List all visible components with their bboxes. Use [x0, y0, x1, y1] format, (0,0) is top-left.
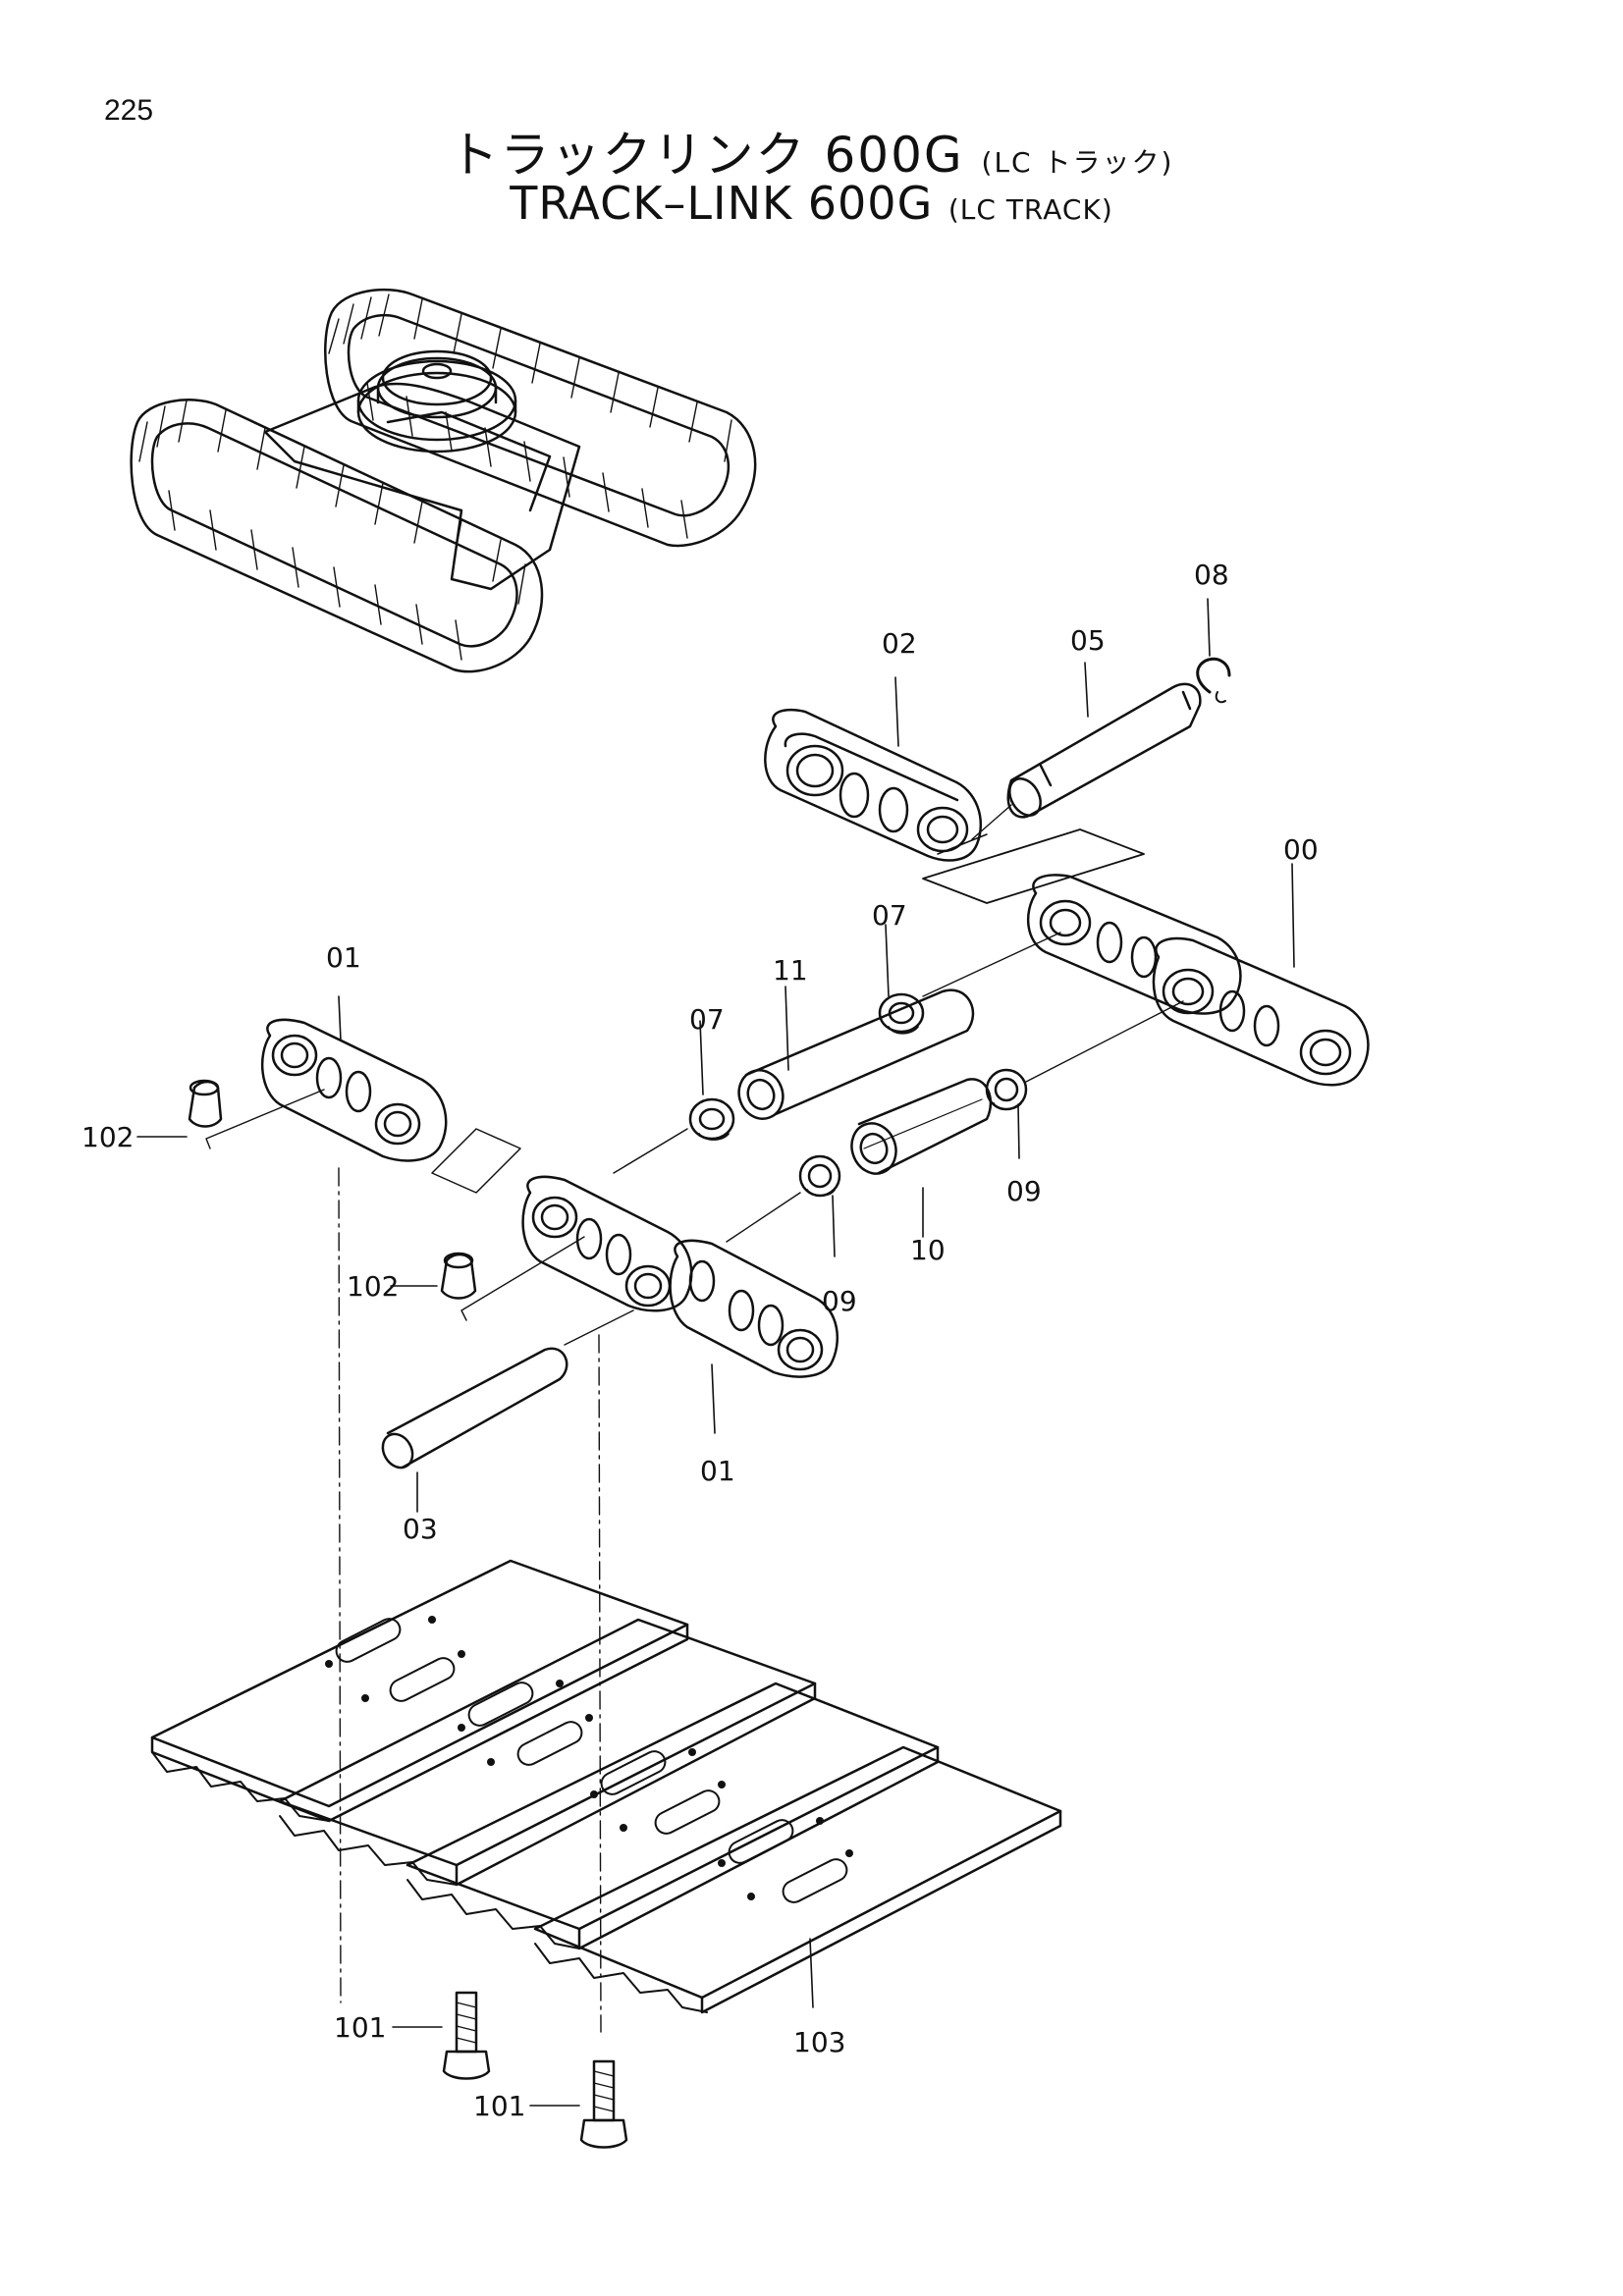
callout-101-upper: 101: [334, 2011, 386, 2044]
master-link-group: [764, 598, 1231, 904]
title-english: TRACK–LINK 600G (LC TRACK): [0, 177, 1623, 230]
title-japanese-main: トラックリンク 600G: [449, 127, 964, 184]
track-link-01-upper: [136, 995, 521, 2003]
callout-11: 11: [773, 954, 808, 987]
callout-10: 10: [910, 1234, 946, 1266]
callout-01-upper: 01: [326, 941, 361, 974]
callout-05: 05: [1070, 624, 1106, 657]
callout-09-left: 09: [822, 1285, 857, 1317]
title-japanese-suffix: (LC トラック): [981, 146, 1174, 179]
title-english-main: TRACK–LINK 600G: [510, 177, 934, 230]
bushing-seal-group: [613, 924, 1184, 1257]
callout-07-right: 07: [872, 899, 907, 932]
bolts-101: [392, 1991, 628, 2149]
track-shoe-plates: [150, 1559, 1062, 2014]
callout-103: 103: [793, 2026, 845, 2058]
title-japanese: トラックリンク 600G (LC トラック): [0, 116, 1623, 187]
callout-08: 08: [1194, 559, 1229, 591]
callout-09-right: 09: [1006, 1175, 1042, 1207]
page-number: 225: [104, 94, 154, 127]
callout-00: 00: [1283, 833, 1319, 866]
callout-07-left: 07: [689, 1003, 725, 1036]
callout-02: 02: [882, 627, 917, 660]
callout-01-lower: 01: [700, 1455, 735, 1487]
callout-labels: 00 01 01 02 03 05 07 07 08 09 09 10 11 1…: [81, 559, 1319, 2122]
track-link-01-lower: [381, 1175, 839, 2033]
undercarriage-overview: [130, 288, 757, 673]
callout-03: 03: [403, 1513, 438, 1545]
callout-101-lower: 101: [473, 2090, 525, 2122]
callout-102-lower: 102: [347, 1270, 399, 1303]
track-link-assembly-00: [1026, 863, 1370, 1087]
callout-102-upper: 102: [81, 1121, 134, 1153]
title-english-suffix: (LC TRACK): [947, 193, 1113, 226]
